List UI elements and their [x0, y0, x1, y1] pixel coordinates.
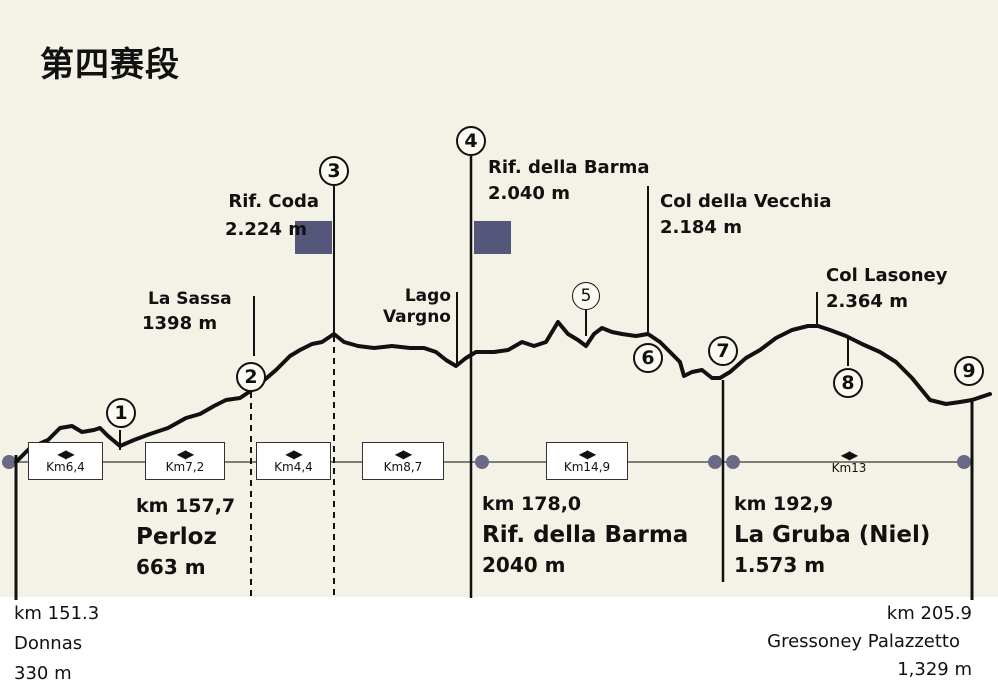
end-km: km 205.9: [886, 603, 972, 624]
segment-distance: Km7,2: [165, 460, 205, 474]
label-lago-line2: Vargno: [382, 307, 451, 327]
checkpoint-gruba-alt: 1.573 m: [734, 553, 826, 577]
segment-distance: Km4,4: [274, 460, 313, 474]
segment-box-4: ◀▶ Km8,7: [362, 442, 444, 480]
label-col-vecchia-name: Col della Vecchia: [660, 191, 832, 212]
point-marker-3: 3: [319, 156, 349, 186]
label-la-sassa-name: La Sassa: [148, 289, 232, 309]
page-title: 第四赛段: [40, 45, 180, 85]
start-alt: 330 m: [14, 663, 72, 684]
point-marker-8: 8: [833, 368, 863, 398]
segment-distance: Km14,9: [563, 460, 611, 474]
double-arrow-icon: ◀▶: [840, 448, 858, 462]
label-col-vecchia-alt: 2.184 m: [660, 217, 742, 238]
double-arrow-icon: ◀▶: [285, 447, 302, 461]
base-dot: [726, 455, 740, 469]
start-name: Donnas: [14, 633, 83, 654]
label-lago-line1: Lago: [404, 286, 451, 306]
point-marker-6: 6: [633, 343, 663, 373]
start-km: km 151.3: [14, 603, 100, 624]
segment-box-3: ◀▶ Km4,4: [256, 442, 331, 480]
label-rif-coda-alt: 2.224 m: [225, 219, 307, 240]
segment-distance: Km13: [831, 461, 867, 475]
double-arrow-icon: ◀▶: [578, 447, 596, 461]
point-marker-9: 9: [954, 356, 984, 386]
label-rif-coda-name: Rif. Coda: [228, 191, 319, 212]
point-marker-1: 1: [106, 398, 136, 428]
double-arrow-icon: ◀▶: [176, 447, 194, 461]
point-marker-5: 5: [572, 282, 600, 310]
point-marker-7: 7: [708, 336, 738, 366]
checkpoint-perloz-km: km 157,7: [136, 495, 236, 517]
label-col-lasoney-alt: 2.364 m: [826, 291, 908, 312]
double-arrow-icon: ◀▶: [394, 447, 412, 461]
segment-box-2: ◀▶ Km7,2: [145, 442, 225, 480]
base-dot: [708, 455, 722, 469]
checkpoint-perloz-alt: 663 m: [136, 555, 206, 579]
end-alt: 1,329 m: [897, 659, 972, 680]
bottom-band: [0, 597, 998, 694]
checkpoint-gruba-km: km 192,9: [734, 493, 834, 515]
end-name: Gressoney Palazzetto: [767, 631, 960, 652]
checkpoint-barma-km: km 178,0: [482, 493, 582, 515]
segment-distance: Km8,7: [383, 460, 423, 474]
refuge-square-coda: [295, 221, 332, 254]
segment-box-5: ◀▶ Km14,9: [546, 442, 628, 480]
checkpoint-perloz-name: Perloz: [136, 524, 217, 550]
point-marker-2: 2: [236, 362, 266, 392]
label-rif-barma-name: Rif. della Barma: [488, 157, 650, 178]
label-la-sassa-alt: 1398 m: [142, 313, 218, 334]
segment-box-6: ◀▶ Km13: [818, 444, 880, 480]
checkpoint-barma-name: Rif. della Barma: [482, 522, 689, 548]
base-dot: [2, 455, 16, 469]
point-marker-4: 4: [456, 126, 486, 156]
segment-box-1: ◀▶ Km6,4: [28, 442, 103, 480]
segment-distance: Km6,4: [46, 460, 85, 474]
label-rif-barma-alt: 2.040 m: [488, 183, 570, 204]
label-col-lasoney-name: Col Lasoney: [826, 265, 948, 286]
base-dot: [957, 455, 971, 469]
base-dot: [475, 455, 489, 469]
elevation-line: [14, 320, 992, 464]
refuge-square-barma: [474, 221, 511, 254]
double-arrow-icon: ◀▶: [57, 447, 74, 461]
checkpoint-gruba-name: La Gruba (Niel): [734, 522, 931, 548]
checkpoint-barma-alt: 2040 m: [482, 553, 566, 577]
